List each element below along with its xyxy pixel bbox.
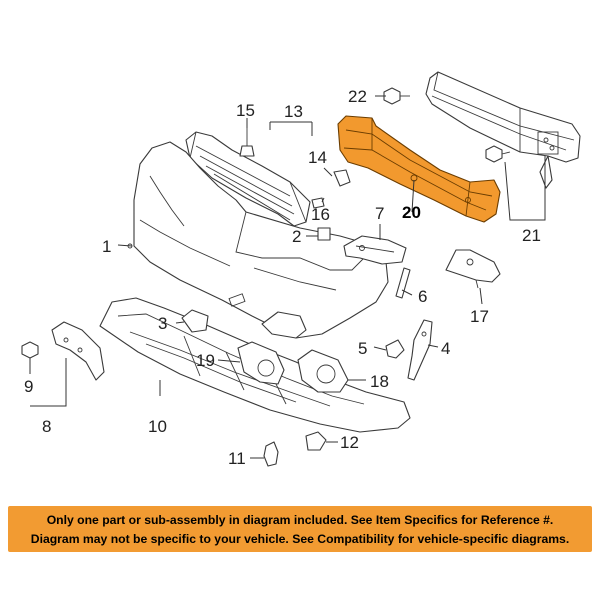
callout-19: 19 <box>196 351 215 370</box>
callout-4: 4 <box>441 339 450 358</box>
part-7-bracket <box>343 235 407 265</box>
part-3-cap <box>181 309 209 333</box>
part-5-clip <box>385 339 405 359</box>
callout-5: 5 <box>358 339 367 358</box>
part-21-reinforcement <box>425 71 581 189</box>
callout-10: 10 <box>148 417 167 436</box>
part-18-fog-bezel <box>297 349 349 393</box>
callout-1: 1 <box>102 237 111 256</box>
callout-21: 21 <box>522 226 541 245</box>
callout-15: 15 <box>236 101 255 120</box>
callout-18: 18 <box>370 372 389 391</box>
banner-line-1: Only one part or sub-assembly in diagram… <box>46 513 554 527</box>
part-20-energy-absorber <box>337 115 501 223</box>
callout-14: 14 <box>308 148 327 167</box>
leader-lines <box>29 95 546 459</box>
banner-line-2: Diagram may not be specific to your vehi… <box>30 532 570 546</box>
callout-13: 13 <box>284 102 303 121</box>
part-8-bracket <box>51 321 105 381</box>
callout-17: 17 <box>470 307 489 326</box>
part-19-fog-bezel <box>237 341 285 385</box>
callout-8: 8 <box>42 417 51 436</box>
callout-6: 6 <box>418 287 427 306</box>
fasteners <box>21 87 511 467</box>
part-17-side-bracket <box>445 249 501 289</box>
callout-16: 16 <box>311 205 330 224</box>
callout-3: 3 <box>158 314 167 333</box>
disclaimer-banner: Only one part or sub-assembly in diagram… <box>8 506 592 552</box>
callout-9: 9 <box>24 377 33 396</box>
callout-22: 22 <box>348 87 367 106</box>
callout-7: 7 <box>375 204 384 223</box>
callout-2: 2 <box>292 227 301 246</box>
callout-12: 12 <box>340 433 359 452</box>
callout-11: 11 <box>228 449 246 468</box>
callout-labels: 1 2 3 4 5 6 7 8 9 10 11 12 13 14 15 16 1… <box>24 87 541 468</box>
part-4-side-support <box>407 319 433 381</box>
part-13-grille <box>185 131 311 227</box>
part-6-strip <box>395 267 411 299</box>
callout-20: 20 <box>402 203 421 222</box>
